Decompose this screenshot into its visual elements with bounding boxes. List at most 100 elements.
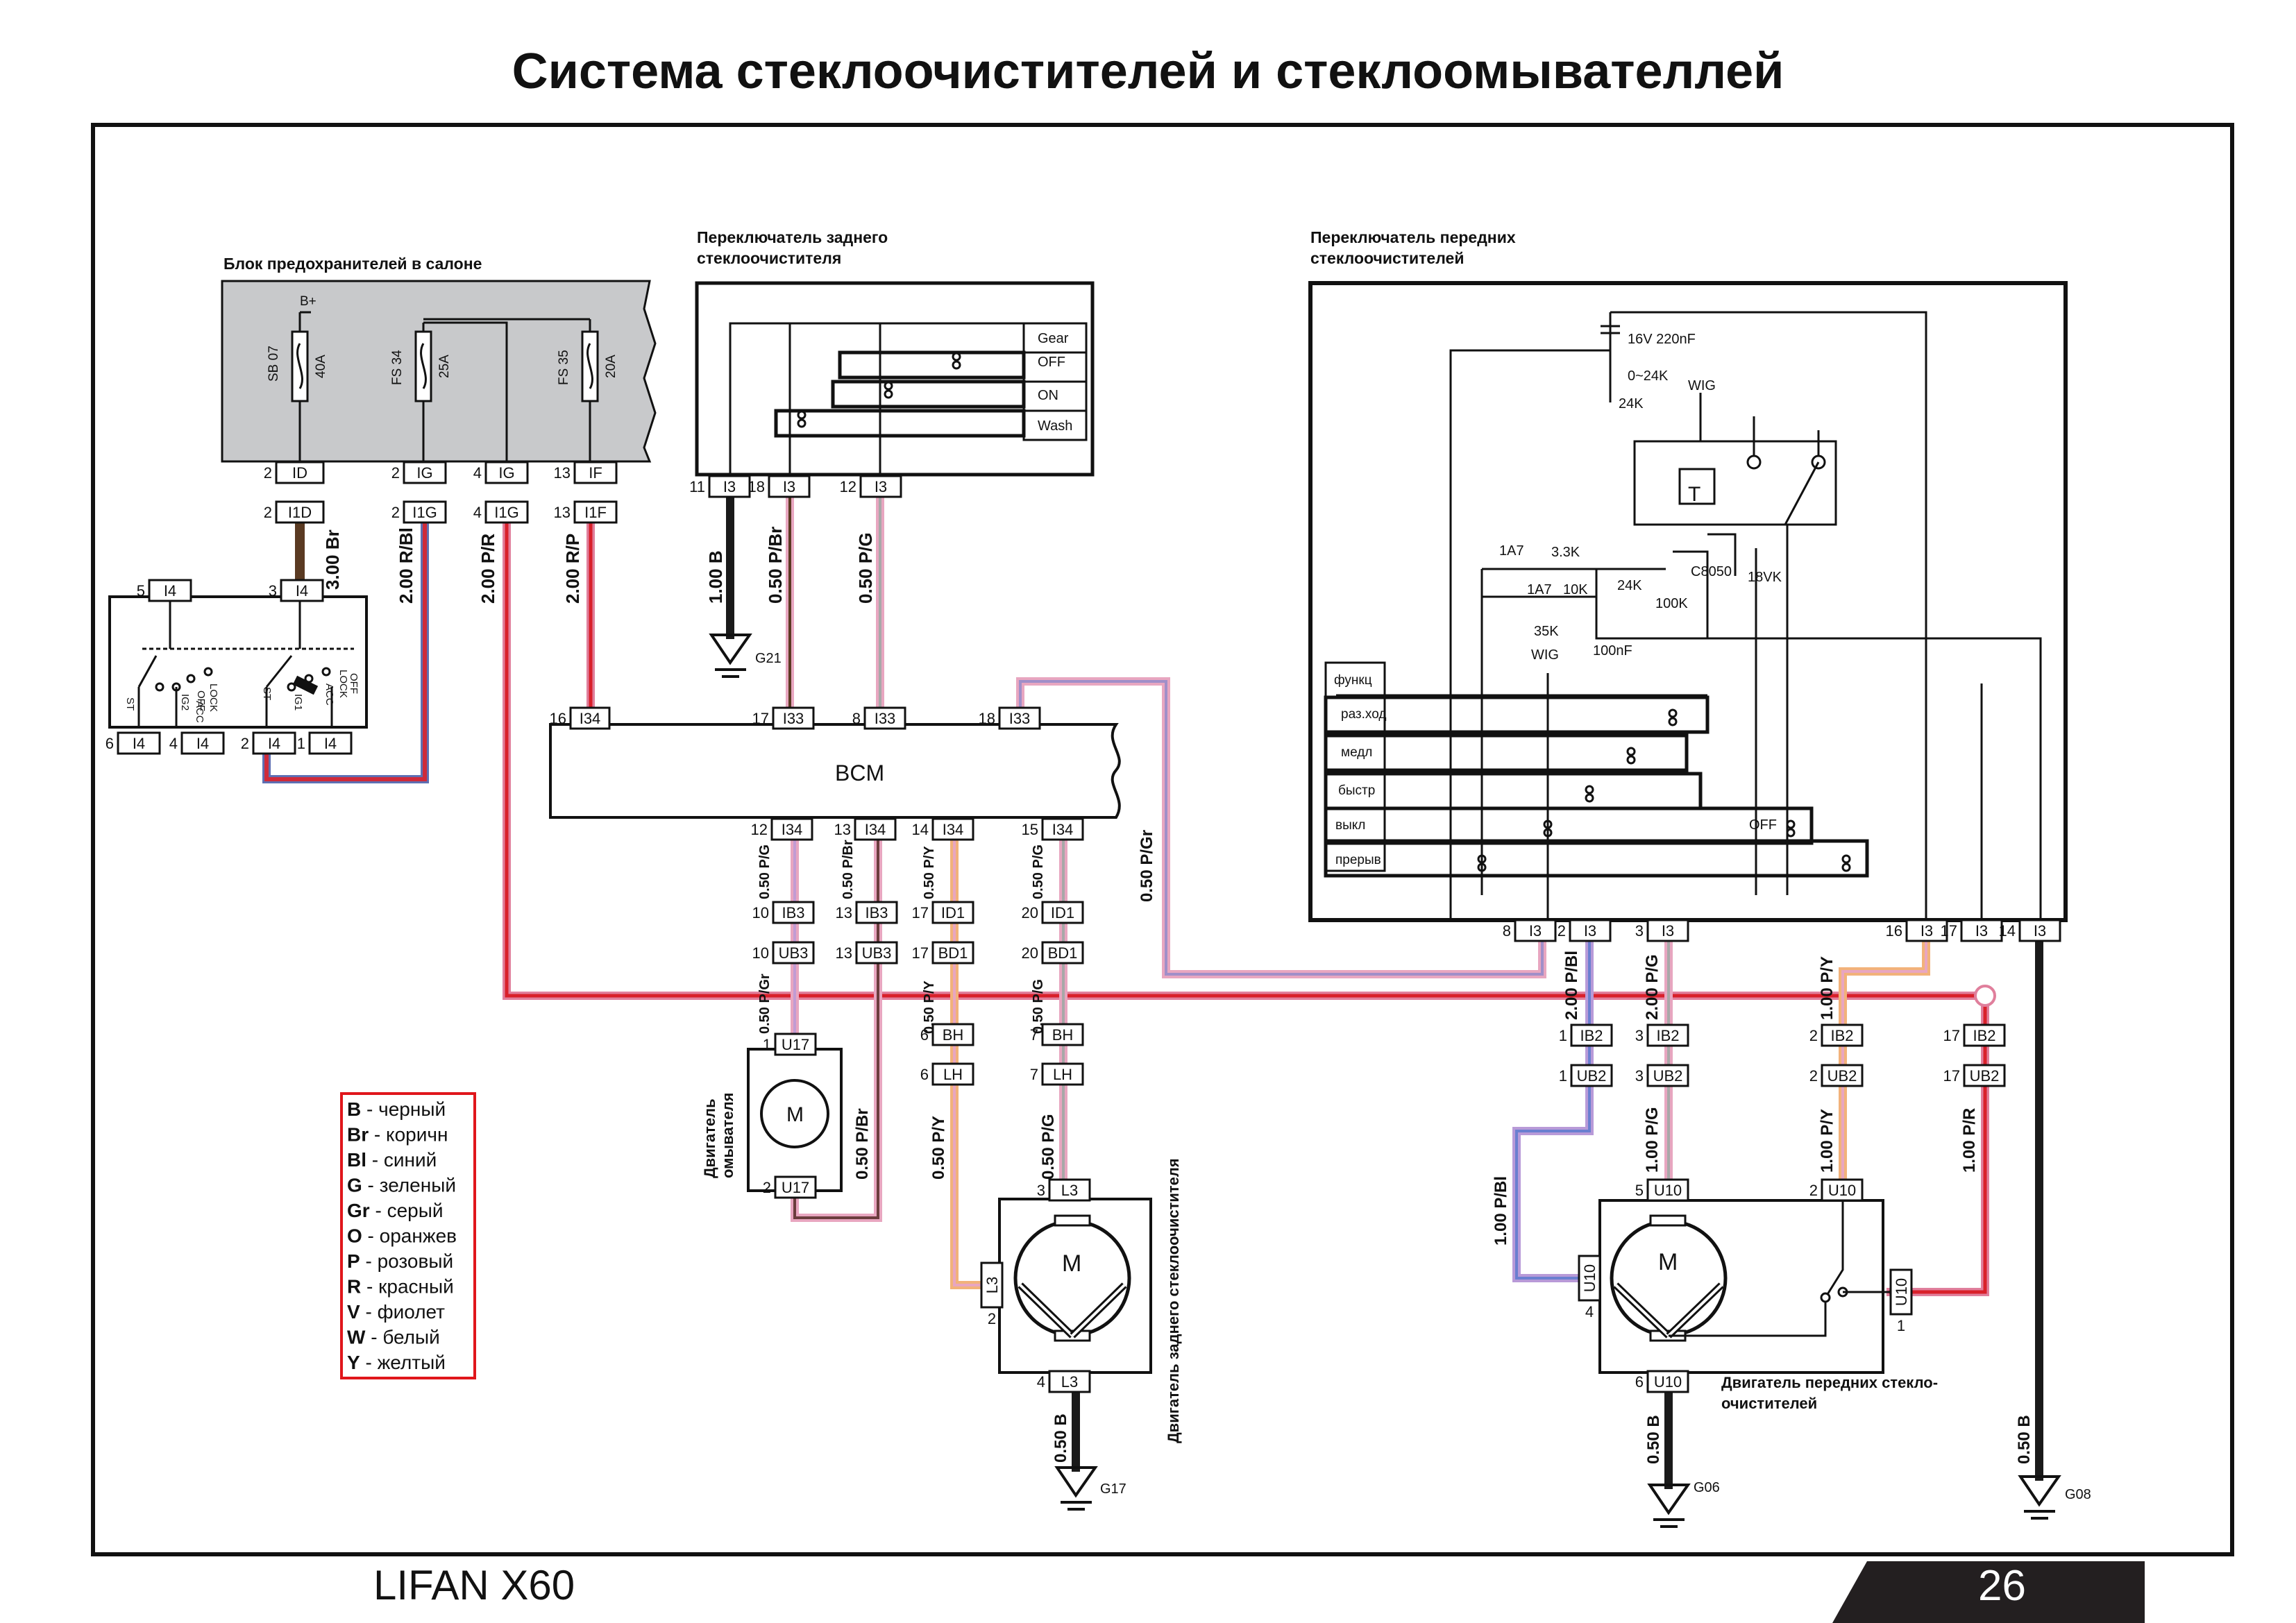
washer-motor-label-2: омывателя — [719, 1092, 736, 1178]
wire-label-w28: 0.50 B — [2015, 1415, 2034, 1464]
legend-code: W — [347, 1327, 366, 1348]
connector-code: LH — [1053, 1066, 1072, 1083]
connector-box — [774, 1175, 817, 1199]
pin-number: 17 — [912, 904, 929, 921]
connector-box — [1960, 919, 2003, 942]
legend-name: - желтый — [360, 1352, 446, 1373]
legend-code: P — [347, 1250, 360, 1272]
connector-box — [772, 941, 815, 965]
circuit-relay-t: T — [1688, 483, 1700, 506]
connector-code: I4 — [296, 582, 308, 600]
pin-number: 6 — [920, 1026, 929, 1044]
wire-label-w8: 0.50 P/G — [757, 844, 773, 899]
connector-box — [484, 500, 529, 524]
wire-label-w22: 1.00 P/Y — [1818, 956, 1837, 1020]
wire-label-w6: 0.50 P/Br — [765, 527, 786, 604]
fuse-symbols — [291, 330, 599, 402]
connector-code: I3 — [783, 478, 795, 495]
connector-code: IB2 — [1830, 1027, 1853, 1044]
connector-code: BD1 — [938, 944, 968, 962]
rear-pos-gear: Gear — [1038, 331, 1069, 346]
pin-number: 14 — [1999, 922, 2016, 940]
circuit-off: OFF — [1749, 817, 1777, 833]
legend-name: - красный — [361, 1276, 454, 1298]
front-pos-3: медл — [1341, 745, 1372, 760]
connector-code: BD1 — [1048, 944, 1078, 962]
connector-box — [252, 731, 296, 755]
front-motor-label-2: очистителей — [1721, 1395, 1817, 1412]
legend-box — [340, 1092, 476, 1379]
pin-number: 5 — [1635, 1182, 1644, 1199]
legend-row: Bl - синий — [347, 1149, 437, 1171]
bcm-label: BCM — [835, 760, 884, 785]
connector-code: I3 — [1584, 922, 1596, 940]
front-switch-circuit — [1324, 311, 2042, 920]
connector-code: I3 — [1529, 922, 1542, 940]
connector-box — [280, 579, 324, 602]
connector-box — [2018, 919, 2061, 942]
connector-code: U10 — [1581, 1264, 1598, 1292]
connector-box — [1889, 1268, 1913, 1316]
wire-label-w2: 2.00 R/Bl — [396, 527, 416, 604]
pin-number: 17 — [1941, 922, 1957, 940]
pin-number: 2 — [264, 464, 272, 482]
connector-code: LH — [943, 1066, 963, 1083]
rear-motor-m: M — [1062, 1250, 1081, 1277]
pin-number: 17 — [912, 944, 929, 962]
legend-row: B - черный — [347, 1098, 446, 1120]
fusebox-label: Блок предохранителей в салоне — [223, 255, 482, 273]
wire-label-w7: 0.50 P/G — [855, 532, 876, 604]
wire-label-w13: 0.50 P/Gr — [757, 974, 773, 1034]
rear-switch-contacts — [729, 322, 1088, 475]
connector-code: I4 — [133, 735, 145, 752]
connector-box — [1646, 919, 1689, 942]
connector-code: U10 — [1828, 1182, 1856, 1199]
wire-label-w10: 0.50 P/Y — [922, 846, 937, 899]
connector-code: I1D — [288, 504, 312, 521]
connector-code: IB2 — [1973, 1027, 1995, 1044]
connector-u10c: U10 4 — [1578, 1255, 1601, 1320]
legend-name: - оранжев — [362, 1225, 457, 1247]
washer-motor-m: M — [786, 1103, 804, 1126]
legend-row: W - белый — [347, 1327, 440, 1348]
connector-box — [1905, 919, 1948, 942]
ignition-switch-contacts — [137, 597, 354, 727]
pin-number: 3 — [1635, 1067, 1644, 1085]
pin-number: 15 — [1022, 821, 1038, 838]
pin-number: 4 — [169, 735, 178, 752]
circuit-r24a: 24K — [1619, 396, 1644, 411]
connector-box — [1963, 1023, 2006, 1047]
pin-number: 2 — [241, 735, 249, 752]
connector-code: I33 — [783, 710, 804, 727]
connector-code: U17 — [782, 1179, 809, 1196]
pin-number: 1 — [1559, 1067, 1567, 1085]
front-motor-label-1: Двигатель передних стекло- — [1721, 1374, 1938, 1391]
fuse-rating-1: 40A — [314, 355, 328, 378]
page-badge — [1832, 1561, 2145, 1623]
ign-label-1: OFF — [195, 690, 207, 711]
connector-code: IG — [416, 464, 432, 482]
connector-code: U10 — [1654, 1373, 1682, 1391]
fuse-rating-3: 20A — [604, 355, 618, 378]
pin-number: 2 — [391, 464, 400, 482]
wire-label-w25: 1.00 P/Y — [1818, 1109, 1837, 1173]
connector-box — [1646, 1178, 1689, 1202]
pin-number: 4 — [1585, 1303, 1594, 1320]
pin-number: 1 — [763, 1036, 771, 1053]
pin-number: 18 — [979, 710, 995, 727]
connector-l3b: L32 — [980, 1261, 1004, 1327]
connector-code: I1G — [494, 504, 518, 521]
connector-code: I34 — [865, 821, 886, 838]
connector-fs3: I33 — [1635, 919, 1689, 942]
connector-box — [484, 461, 529, 484]
wire-p-gr-core — [1019, 680, 1544, 976]
legend-code: Br — [347, 1124, 369, 1146]
